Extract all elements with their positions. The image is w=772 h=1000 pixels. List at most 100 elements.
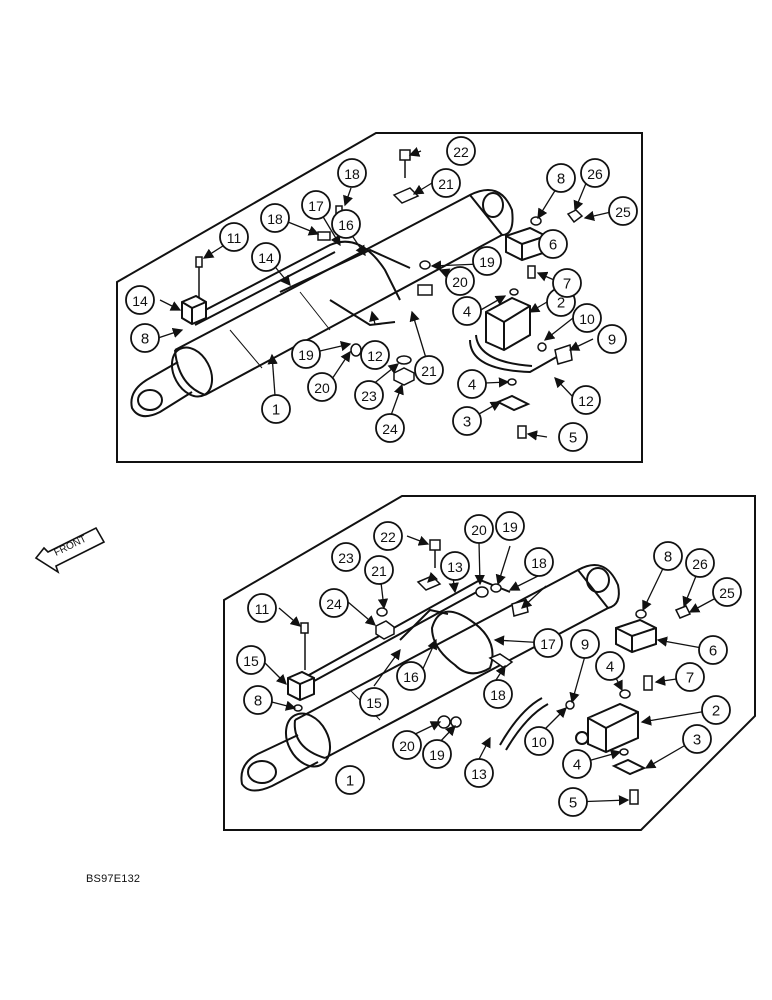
callout-circle (373, 521, 403, 551)
callout-19: 19 (291, 339, 321, 369)
callout-1: 1 (261, 394, 291, 424)
callout-circle (472, 246, 502, 276)
callout-circle (337, 158, 367, 188)
drawing-reference-number: BS97E132 (86, 873, 141, 885)
callout-number: 7 (563, 276, 571, 293)
callout-circle (457, 369, 487, 399)
callout-19: 19 (422, 739, 452, 769)
front-arrow: FRONT (34, 526, 106, 574)
callout-4: 4 (562, 749, 592, 779)
bottom-view-panel (223, 495, 756, 831)
callout-circle (360, 340, 390, 370)
bottom-valve-2 (575, 702, 639, 754)
callout-22: 22 (373, 521, 403, 551)
callout-number: 25 (719, 585, 735, 601)
callout-number: 5 (569, 795, 577, 812)
top-plate-3 (495, 394, 531, 412)
callout-circle (597, 324, 627, 354)
callout-4: 4 (457, 369, 487, 399)
callout-8: 8 (243, 685, 273, 715)
callout-circle (524, 547, 554, 577)
callout-10: 10 (524, 726, 554, 756)
callout-circle (307, 372, 337, 402)
callout-1: 1 (335, 765, 365, 795)
callout-number: 11 (255, 601, 270, 617)
callout-number: 21 (438, 176, 454, 192)
callout-21: 21 (431, 168, 461, 198)
callout-number: 4 (468, 377, 476, 394)
callout-number: 16 (403, 669, 419, 685)
callout-number: 17 (540, 636, 556, 652)
callout-circle (335, 765, 365, 795)
callout-24: 24 (375, 413, 405, 443)
callout-circle (570, 629, 600, 659)
callout-number: 18 (490, 687, 506, 703)
callout-number: 4 (573, 757, 581, 774)
callout-18: 18 (483, 679, 513, 709)
callout-number: 9 (581, 637, 589, 654)
callout-26: 26 (685, 548, 715, 578)
callout-circle (301, 190, 331, 220)
callout-number: 8 (557, 171, 565, 188)
callout-19: 19 (472, 246, 502, 276)
callout-number: 19 (298, 347, 314, 363)
callout-number: 23 (361, 388, 377, 404)
callout-9: 9 (597, 324, 627, 354)
callout-number: 17 (308, 198, 324, 214)
callout-6: 6 (538, 229, 568, 259)
top-view-panel (116, 132, 643, 463)
callout-circle (219, 222, 249, 252)
callout-circle (396, 661, 426, 691)
callout-8: 8 (653, 541, 683, 571)
callout-number: 24 (326, 596, 342, 612)
callout-number: 21 (371, 563, 387, 579)
callout-circle (392, 730, 422, 760)
callout-circle (291, 339, 321, 369)
callout-number: 8 (141, 331, 149, 348)
callout-number: 2 (712, 703, 720, 720)
callout-number: 7 (686, 670, 694, 687)
callout-number: 22 (380, 529, 396, 545)
callout-number: 20 (399, 738, 415, 754)
callout-number: 15 (243, 653, 259, 669)
top-leaders (157, 147, 612, 441)
callout-number: 4 (606, 659, 614, 676)
callout-4: 4 (452, 296, 482, 326)
callout-circle (331, 542, 361, 572)
callout-number: 13 (471, 766, 487, 782)
callout-circle (251, 242, 281, 272)
callout-11: 11 (247, 593, 277, 623)
callout-number: 20 (314, 380, 330, 396)
callout-number: 15 (366, 695, 382, 711)
callout-circle (440, 551, 470, 581)
callout-circle (445, 266, 475, 296)
callout-circle (701, 695, 731, 725)
callout-5: 5 (558, 422, 588, 452)
callout-circle (558, 787, 588, 817)
callout-24: 24 (319, 588, 349, 618)
callout-circle (675, 662, 705, 692)
callout-number: 10 (579, 311, 595, 327)
callout-number: 10 (531, 734, 547, 750)
callout-circle (414, 355, 444, 385)
callout-number: 1 (346, 773, 354, 790)
callout-number: 11 (227, 230, 242, 246)
callout-number: 26 (587, 166, 603, 182)
callout-number: 3 (463, 414, 471, 431)
callout-12: 12 (571, 385, 601, 415)
callout-circle (359, 687, 389, 717)
callout-circle (130, 323, 160, 353)
callout-number: 18 (267, 211, 283, 227)
callout-circle (608, 196, 638, 226)
callout-16: 16 (396, 661, 426, 691)
callout-circle (558, 422, 588, 452)
callout-number: 25 (615, 204, 631, 220)
callout-21: 21 (414, 355, 444, 385)
callout-4: 4 (595, 651, 625, 681)
callout-19: 19 (495, 511, 525, 541)
callout-circle (533, 628, 563, 658)
callout-number: 20 (452, 274, 468, 290)
callout-number: 19 (502, 519, 518, 535)
callout-15: 15 (236, 645, 266, 675)
callout-14: 14 (125, 285, 155, 315)
